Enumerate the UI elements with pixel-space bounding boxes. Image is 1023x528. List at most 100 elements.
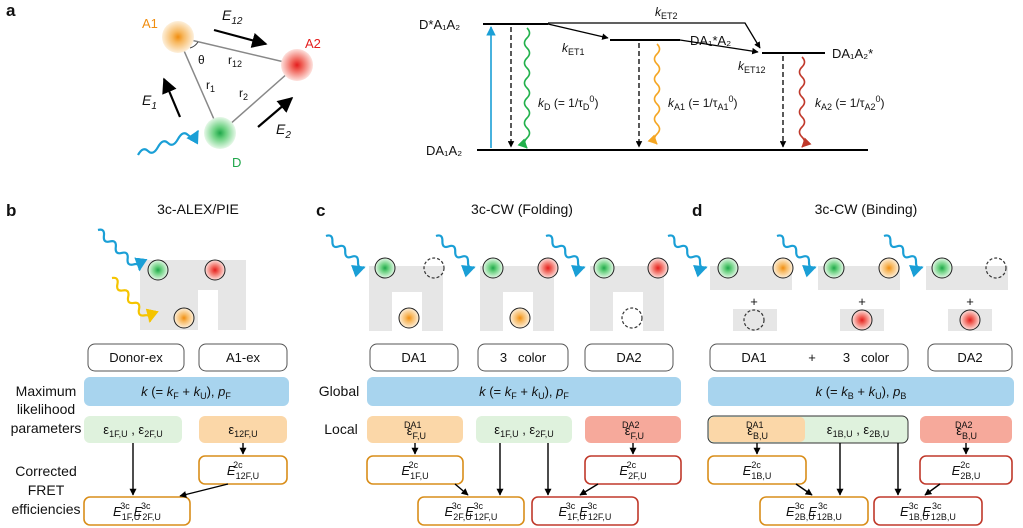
e2-arrow [257,97,294,128]
local-bar-c-green [476,416,572,443]
ket2-arrow [548,22,761,49]
da1-label: DA1 [741,350,766,365]
panel-d-title: 3c-CW (Binding) [815,201,918,217]
da2-label: DA2 [616,350,641,365]
acceptor1-dye [398,307,420,329]
label-ket12: kET12 [738,59,766,75]
label-r2: r2 [239,86,248,102]
acceptor2-dye [959,309,981,331]
fret-3c-b [83,496,191,526]
panel-c-scheme-da1 [325,234,445,331]
fret-3c-d-red [873,496,983,526]
da1-box [369,343,459,372]
a2-emission-wave [798,56,812,148]
local-params-d-green: ε1B,U , ε2B,U [827,422,889,439]
global-bar-d [708,377,1014,406]
label-excited-a2: DA₁A₂* [832,46,873,61]
panel-letter-c: c [316,201,325,220]
global-params-b: k (= kF + kU), pF [141,384,231,401]
plus-sign: + [750,294,758,309]
local-bar-b-green [84,416,182,443]
label-e2: E2 [276,121,291,141]
e12-arrow [213,28,268,48]
empty-site [621,307,643,329]
label-ground: DA₁A₂ [426,143,462,158]
global-bar-b [84,377,289,406]
fret-label-3: efficiencies [11,501,80,517]
local-bar-c-orange [367,416,463,443]
local-bar-d-red [920,416,1012,443]
donor-dye [717,257,739,279]
panel-b-scheme [97,228,246,330]
label-ka2: kA2 (= 1/τA20) [815,94,884,112]
panel-d-scheme-3color: + [776,234,900,331]
donor-dye [482,257,504,279]
fret-2c-c-red-label: E2F,U2c [619,460,646,481]
ket12-arrow [679,39,759,55]
label-a1: A1 [142,16,158,31]
excitation-wave [325,234,366,278]
donor-dye [931,257,953,279]
local-params-d-red: εB,UDA2 [955,420,977,441]
local-params-d-orange: εB,UDA1 [746,420,768,441]
ket1-arrow [547,23,609,40]
global-params-c: k (= kF + kU), pF [479,384,569,401]
donor-ex-box [87,343,185,372]
label-ket2: kET2 [655,5,678,21]
acceptor2-dye [204,259,226,281]
label-ket1: kET1 [562,41,585,57]
donor-dye [593,257,615,279]
empty-site [423,257,445,279]
label-kd: kD (= 1/τD0) [538,94,598,112]
acceptor1-dye [173,307,195,329]
fret-2c-d-red-label: E2B,U2c [952,460,981,481]
empty-site [985,257,1007,279]
3color-box [477,343,569,372]
label-r12: r12 [228,53,242,69]
mle-label-2: likelihood [17,401,75,417]
panel-letter-d: d [692,201,702,220]
donor-dye [374,257,396,279]
local-params-c-green: ε1F,U , ε2F,U [494,422,553,439]
acceptor2-dye [851,309,873,331]
mle-label-1: Maximum [16,383,77,399]
arrow-c-red-to-3c [579,483,599,496]
panel-b-title: 3c-ALEX/PIE [157,201,239,217]
e1-arrow [162,77,182,118]
r2-line [219,64,298,134]
r12-line [177,36,298,66]
donor-dye [147,259,169,281]
panel-c-scheme-da2 [545,234,669,331]
mle-label-3: parameters [11,420,82,436]
excitation-wave-yellow [111,276,159,323]
fret-2c-b [198,455,288,485]
panel-c-scheme-3color [435,234,559,331]
a1-emission-wave [647,43,661,145]
arrow-d-red-to-3c [924,483,941,496]
acceptor1-dye [878,257,900,279]
panel-d-scheme-da1: + [667,234,794,331]
label-r1: r1 [206,78,215,94]
da2-box [584,343,674,372]
acceptor1-dye [162,21,194,53]
label-a2: A2 [305,36,321,51]
fret-2c-c-red [584,455,682,485]
a1-ex-label: A1-ex [226,350,260,365]
local-params-b-green: ε1F,U , ε2F,U [103,422,162,439]
fret-2c-d-red [919,455,1013,485]
fret-2c-b-label: E12F,U2c [227,460,259,481]
plus-sign: + [966,294,974,309]
donor-dye [823,257,845,279]
panel-letter-b: b [6,201,16,220]
excitation-wave [883,234,924,278]
label-excited-a1: DA₁*A₂ [690,33,731,48]
excitation-wave [545,234,586,278]
fret-label-1: Corrected [15,463,76,479]
r1-line [177,36,221,134]
excitation-wave-blue [97,228,148,272]
panel-a-geometry: A1 A2 D θ r12 r1 r2 E12 E1 E2 [137,7,321,170]
local-label: Local [324,421,357,437]
label-excited-d: D*A₁A₂ [419,17,460,32]
